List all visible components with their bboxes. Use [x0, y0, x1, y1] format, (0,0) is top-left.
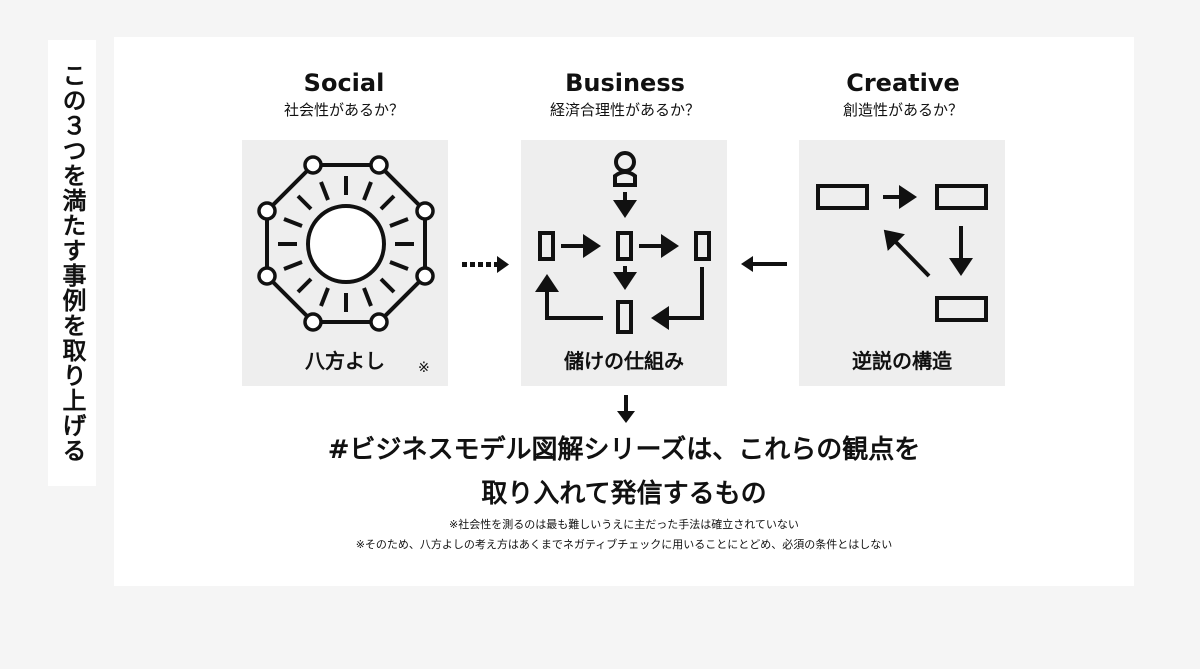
- octagon-network-icon: [257, 155, 435, 332]
- social-header: Social 社会性があるか？: [214, 67, 474, 121]
- side-label-box: この３つを満たす事例を取り上げる: [48, 40, 96, 486]
- creative-panel: 逆説の構造: [799, 140, 1005, 386]
- creative-subtitle: 創造性があるか？: [842, 101, 963, 119]
- business-flow-icon: [535, 151, 711, 334]
- business-title: Business: [565, 69, 685, 97]
- diagram-card: Social 社会性があるか？ Business 経済合理性があるか？ Crea…: [114, 37, 1134, 586]
- social-panel: 八方よし ※: [242, 140, 448, 386]
- paradox-structure-icon: [816, 184, 988, 322]
- creative-caption: 逆説の構造: [852, 349, 952, 373]
- left-arrow-icon: [741, 256, 787, 272]
- business-caption: 儲けの仕組み: [564, 349, 684, 373]
- business-subtitle: 経済合理性があるか？: [549, 101, 700, 119]
- footnote-2: ※そのため、八方よしの考え方はあくまでネガティブチェックに用いることにとどめ、必…: [355, 538, 893, 551]
- side-label-text: この３つを満たす事例を取り上げる: [58, 63, 86, 463]
- creative-header: Creative 創造性があるか？: [773, 67, 1033, 121]
- social-subtitle: 社会性があるか？: [283, 101, 404, 119]
- business-header: Business 経済合理性があるか？: [495, 67, 755, 121]
- social-note-mark: ※: [418, 360, 430, 376]
- main-text-line2: 取り入れて発信するもの: [481, 479, 767, 509]
- footnote-1: ※社会性を測るのは最も難しいうえに主だった手法は確立されていない: [449, 518, 799, 531]
- social-title: Social: [303, 69, 385, 97]
- creative-title: Creative: [846, 69, 960, 97]
- social-caption: 八方よし: [305, 349, 385, 373]
- main-text-line1: #ビジネスモデル図解シリーズは、これらの観点を: [327, 435, 921, 465]
- business-panel: 儲けの仕組み: [521, 140, 727, 386]
- down-arrow-icon: [617, 395, 635, 423]
- dotted-arrow-icon: [462, 256, 509, 273]
